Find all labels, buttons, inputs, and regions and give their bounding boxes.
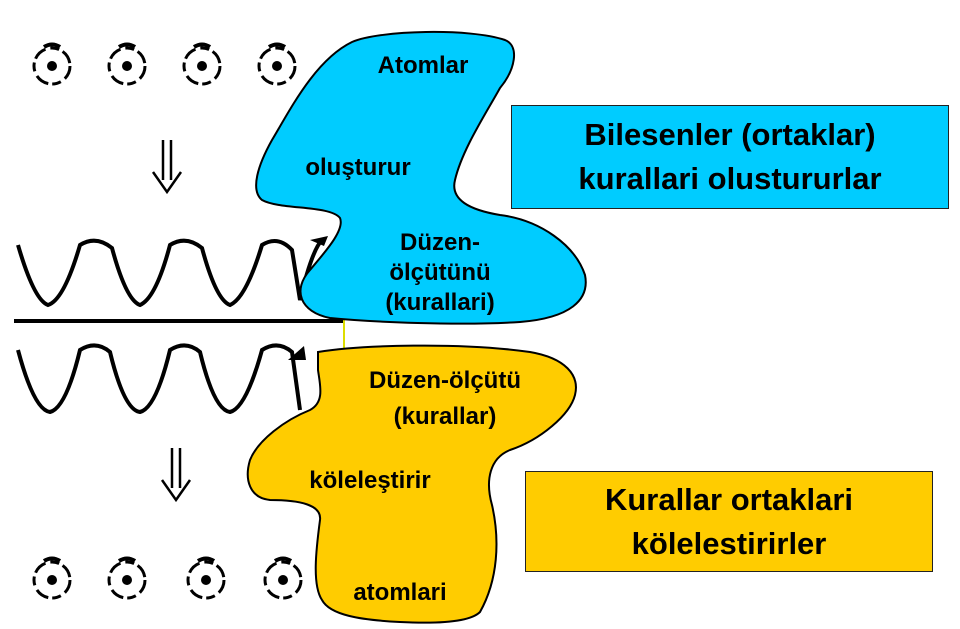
blue-caption-line-1: Bilesenler (ortaklar)	[584, 117, 876, 152]
yellow-caption-line-2: kölelestirirler	[631, 525, 827, 561]
atom-icon	[107, 556, 147, 600]
atom-icon	[186, 556, 226, 600]
yellow-blob-line-3: köleleştirir	[309, 467, 430, 494]
atom-row-bottom	[32, 556, 303, 600]
yellow-blob	[246, 344, 577, 624]
blue-blob	[255, 30, 587, 325]
blue-caption-box: Bilesenler (ortaklar) kurallari olusturu…	[511, 105, 949, 209]
yellow-blob-line-4: atomlari	[353, 579, 446, 606]
blue-blob-line-5: (kurallari)	[385, 289, 494, 316]
atom-icon	[263, 556, 303, 600]
yellow-blob-line-1: Düzen-ölçütü	[369, 367, 521, 394]
yellow-caption-box: Kurallar ortaklari kölelestirirler	[525, 471, 933, 572]
atom-icon	[32, 556, 72, 600]
wave-tip	[310, 236, 328, 246]
blue-blob-line-3: Düzen-	[400, 229, 480, 256]
atom-icon	[32, 42, 72, 86]
atom-row-top	[32, 42, 297, 86]
blue-blob-line-2: oluşturur	[305, 154, 410, 181]
atom-icon	[257, 42, 297, 86]
wave-tip	[288, 346, 306, 360]
double-down-arrow-icon	[160, 446, 192, 502]
atom-icon	[107, 42, 147, 86]
blue-blob-line-4: ölçütünü	[389, 259, 490, 286]
wave-upper	[16, 238, 324, 308]
blue-blob-line-1: Atomlar	[378, 52, 469, 79]
wave-lower	[16, 343, 302, 415]
double-down-arrow-icon	[151, 138, 183, 194]
yellow-blob-line-2: (kurallar)	[394, 403, 497, 430]
yellow-caption-line-1: Kurallar ortaklari	[604, 481, 854, 517]
atom-icon	[182, 42, 222, 86]
blue-caption-line-2: kurallari olustururlar	[578, 161, 882, 196]
